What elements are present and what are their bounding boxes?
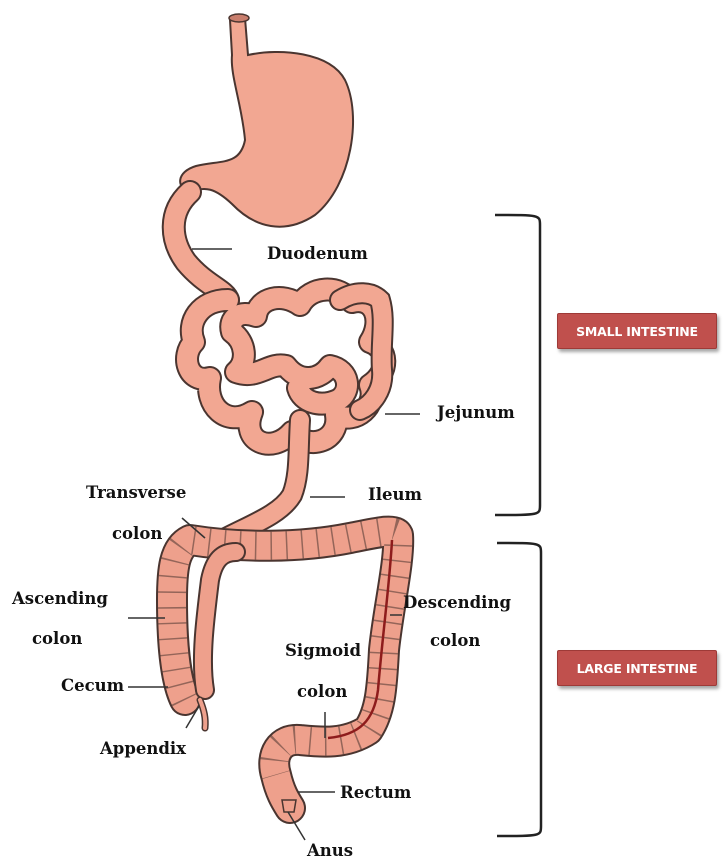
large-intestine: [172, 532, 398, 812]
cecum-label: Cecum: [61, 678, 124, 695]
duodenum-label: Duodenum: [267, 246, 368, 263]
transverse-colon-label-line2: colon: [112, 526, 162, 543]
transverse-colon-label-line1: Transverse: [86, 485, 186, 502]
ascending-colon-label-line1: Ascending: [12, 591, 108, 608]
ascending-colon-label-line2: colon: [32, 631, 82, 648]
small-intestine: [187, 290, 384, 540]
stomach: [180, 14, 353, 227]
sigmoid-colon-label-line1: Sigmoid: [285, 643, 361, 660]
rectum-label: Rectum: [340, 785, 411, 802]
large-intestine-bracket: [497, 543, 541, 836]
small-intestine-badge: SMALL INTESTINE: [557, 313, 717, 349]
anus-label: Anus: [307, 843, 353, 860]
appendix-label: Appendix: [100, 741, 186, 758]
stomach-body: [180, 18, 353, 227]
sigmoid-colon-label-line2: colon: [297, 684, 347, 701]
jejunum-label: Jejunum: [437, 405, 515, 422]
ileum-label: Ileum: [368, 487, 422, 504]
anal-canal: [282, 800, 296, 812]
small-intestine-bracket: [495, 215, 540, 515]
descending-colon-label-line2: colon: [430, 633, 480, 650]
large-intestine-badge: LARGE INTESTINE: [557, 650, 717, 686]
esophagus-opening: [229, 14, 249, 22]
duodenum: [174, 192, 228, 300]
descending-colon-label-line1: Descending: [403, 595, 511, 612]
